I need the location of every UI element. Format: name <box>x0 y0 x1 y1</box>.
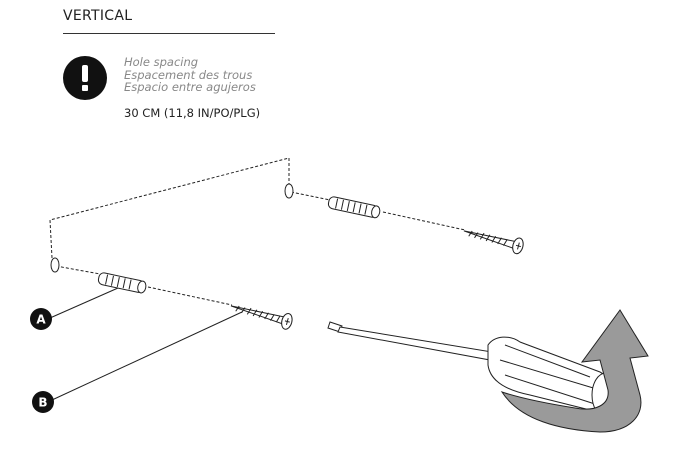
exclamation-icon <box>63 56 107 100</box>
label-en: Hole spacing <box>124 55 199 69</box>
wall-hole-right <box>284 183 294 199</box>
wall-anchor-right <box>327 196 381 219</box>
label-fr: Espacement des trous <box>124 67 253 82</box>
callout-b-label: B <box>38 396 47 410</box>
hole-guides <box>49 157 466 306</box>
title-divider <box>63 33 275 34</box>
screw-left <box>230 305 293 330</box>
screw-right <box>463 230 524 255</box>
callout-b: B <box>32 391 54 413</box>
rotate-arrow-icon <box>500 309 649 433</box>
section-title: VERTICAL <box>63 8 133 24</box>
wall-hole-left <box>50 257 60 273</box>
callout-a: A <box>30 308 52 330</box>
callout-a-label: A <box>36 313 46 327</box>
leader-lines <box>49 287 243 401</box>
hole-spacing-value: 30 CM (11,8 IN/PO/PLG) <box>124 106 261 120</box>
wall-anchor-left <box>97 272 147 294</box>
label-es: Espacio entre agujeros <box>124 80 256 94</box>
hole-spacing-labels: Hole spacing Espacement des trous Espaci… <box>124 56 256 94</box>
screwdriver <box>327 321 621 418</box>
